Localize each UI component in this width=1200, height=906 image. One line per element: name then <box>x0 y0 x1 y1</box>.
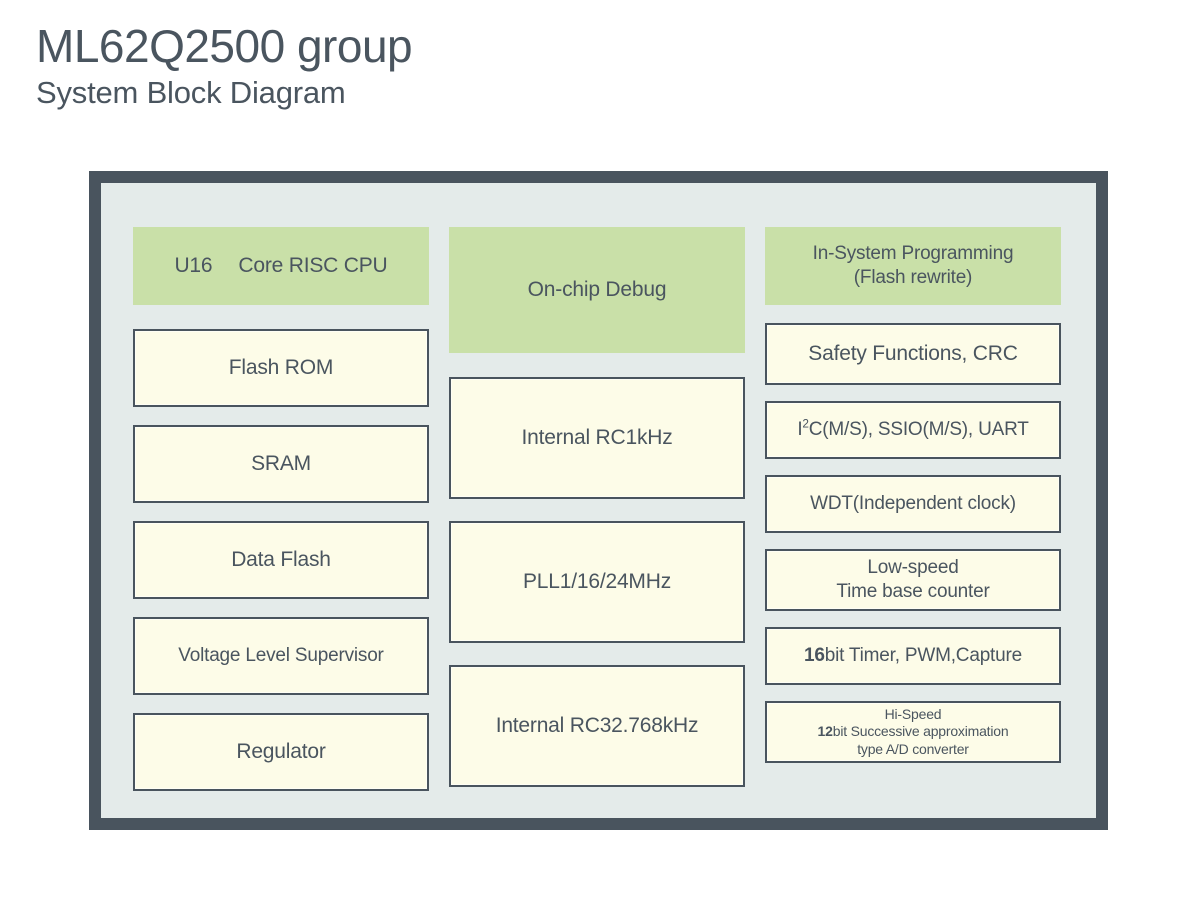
block-regulator: Regulator <box>133 713 429 791</box>
block-internal-rc-1khz: Internal RC1kHz <box>449 377 745 499</box>
block-pll-label: PLL1/16/24MHz <box>523 570 671 594</box>
block-data-flash: Data Flash <box>133 521 429 599</box>
block-watchdog-timer: WDT(Independent clock) <box>765 475 1061 533</box>
block-timer-pwm-capture-label: 16bit Timer, PWM,Capture <box>804 645 1022 667</box>
column-right: In-System Programming(Flash rewrite) Saf… <box>765 183 1061 818</box>
block-data-flash-label: Data Flash <box>231 548 331 572</box>
block-internal-rc-1khz-label: Internal RC1kHz <box>521 426 673 450</box>
block-voltage-level-supervisor-label: Voltage Level Supervisor <box>178 645 384 667</box>
block-on-chip-debug-label: On-chip Debug <box>527 278 667 302</box>
page-title: ML62Q2500 group System Block Diagram <box>36 20 736 110</box>
block-voltage-level-supervisor: Voltage Level Supervisor <box>133 617 429 695</box>
block-pll: PLL1/16/24MHz <box>449 521 745 643</box>
title-subtitle: System Block Diagram <box>36 74 346 110</box>
block-flash-rom: Flash ROM <box>133 329 429 407</box>
block-timer-pwm-capture: 16bit Timer, PWM,Capture <box>765 627 1061 685</box>
block-internal-rc-32khz: Internal RC32.768kHz <box>449 665 745 787</box>
block-safety-functions-label: Safety Functions, CRC <box>808 342 1018 366</box>
title-main: ML62Q2500 group <box>36 20 413 72</box>
block-internal-rc-32khz-label: Internal RC32.768kHz <box>495 714 699 738</box>
block-in-system-programming-label: In-System Programming(Flash rewrite) <box>812 243 1014 288</box>
block-serial-interfaces: I2C(M/S), SSIO(M/S), UART <box>765 401 1061 459</box>
block-in-system-programming: In-System Programming(Flash rewrite) <box>765 227 1061 305</box>
block-on-chip-debug: On-chip Debug <box>449 227 745 353</box>
column-middle: On-chip Debug Internal RC1kHz PLL1/16/24… <box>449 183 745 818</box>
block-flash-rom-label: Flash ROM <box>228 356 334 380</box>
block-safety-functions: Safety Functions, CRC <box>765 323 1061 385</box>
block-sram-label: SRAM <box>251 452 311 476</box>
block-watchdog-timer-label: WDT(Independent clock) <box>810 493 1016 515</box>
block-regulator-label: Regulator <box>236 740 326 764</box>
block-sram: SRAM <box>133 425 429 503</box>
block-serial-interfaces-label: I2C(M/S), SSIO(M/S), UART <box>797 418 1029 441</box>
